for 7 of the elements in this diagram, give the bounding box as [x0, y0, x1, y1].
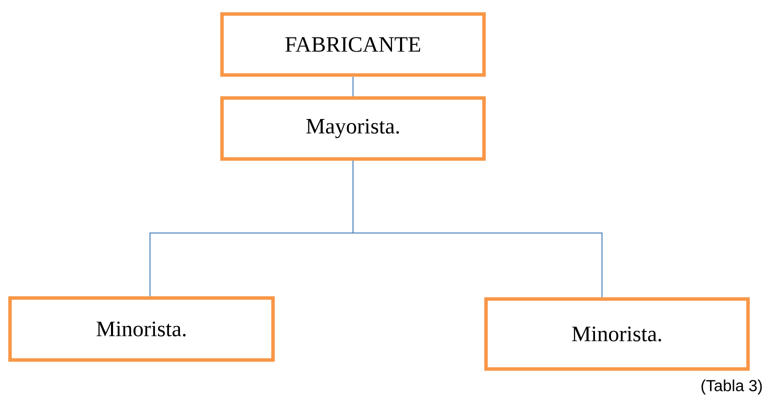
connector-line	[352, 76, 354, 97]
process-box: Minorista.	[484, 297, 750, 371]
connector-line	[352, 160, 602, 298]
process-box: Minorista.	[8, 296, 275, 362]
process-box: Mayorista.	[220, 96, 486, 161]
process-box: FABRICANTE	[220, 12, 486, 77]
caption-text: (Tabla 3)	[702, 380, 762, 394]
